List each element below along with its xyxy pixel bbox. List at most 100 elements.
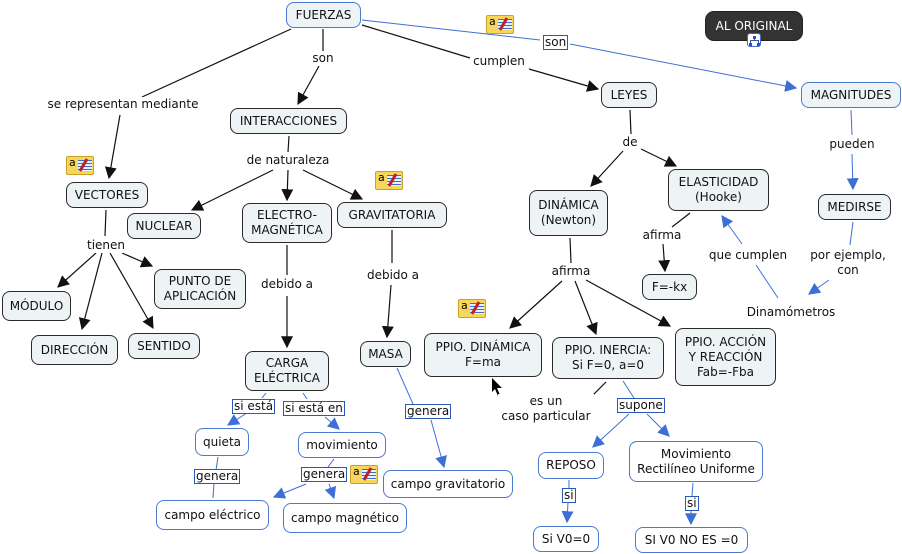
node-ppio-accion[interactable]: PPIO. ACCIÓN Y REACCIÓN Fab=-Fba [675,328,776,386]
link-line [849,221,854,246]
link-line [324,416,340,430]
link-line [569,237,572,264]
link-line [574,280,598,336]
link-line [302,392,308,400]
node-leyes[interactable]: LEYES [601,82,657,108]
node-vectores[interactable]: VECTORES [66,182,148,208]
link-line [592,413,630,448]
node-elasticidad[interactable]: ELASTICIDAD (Hooke) [668,169,769,211]
link-line [78,252,103,331]
node-carga-electrica[interactable]: CARGA ELÉCTRICA [245,351,329,391]
link-line [671,212,691,228]
link-line [281,169,294,202]
link-label-genera: genera [301,467,348,482]
node-dinamica[interactable]: DINÁMICA (Newton) [529,190,608,236]
link-line [109,252,154,330]
link-line [212,482,215,499]
note-icon[interactable]: a [350,465,378,484]
node-interacciones[interactable]: INTERACCIONES [230,108,347,134]
node-campo-gravitatorio[interactable]: campo gravitatorio [383,470,513,498]
note-icon[interactable]: a [375,171,403,190]
node-campo-magnetico[interactable]: campo magnético [283,503,407,533]
node-si-v0-igual-0[interactable]: Si V0=0 [533,526,599,552]
link-label-afirma: afirma [549,264,593,279]
link-line [261,392,267,399]
link-line [528,68,600,92]
link-line [361,19,541,41]
link-line [396,367,414,405]
node-quieta[interactable]: quieta [195,428,249,456]
link-line [622,380,635,399]
link-line [755,264,779,299]
note-icon[interactable]: a [66,156,94,175]
link-label-si: si [562,488,576,503]
link-line [57,252,97,288]
node-sentido[interactable]: SENTIDO [128,333,200,359]
concept-map-icon[interactable] [747,33,761,47]
link-line [590,150,624,187]
node-direccion[interactable]: DIRECCIÓN [31,335,118,365]
link-line [190,169,274,211]
link-line [569,43,798,92]
node-modulo[interactable]: MÓDULO [2,291,71,321]
node-masa[interactable]: MASA [360,341,411,367]
link-line [658,243,671,273]
link-line [361,24,471,59]
link-label-son-blue: son [543,35,569,50]
link-line [302,169,364,200]
node-dinamometros[interactable]: Dinamómetros [743,305,839,320]
link-label-genera: genera [194,469,241,484]
link-label-si-esta-en: si está en [283,401,345,416]
node-magnitudes[interactable]: MAGNITUDES [801,82,901,108]
link-label-tienen: tienen [84,238,128,253]
node-si-v0-no-es-0[interactable]: SI V0 NO ES =0 [635,527,748,553]
link-line [215,456,219,471]
node-campo-electrico[interactable]: campo eléctrico [156,500,269,530]
link-line [272,483,307,499]
link-line [691,482,694,497]
link-line [104,209,107,237]
link-line [287,135,290,153]
node-gravitatoria[interactable]: GRAVITATORIA [337,202,447,228]
link-label-por-ejemplo: por ejemplo, con [807,248,889,278]
link-line [629,109,632,135]
link-label-se-representan: se representan mediante [45,97,201,112]
link-line [297,65,320,106]
link-label-pueden: pueden [826,137,878,152]
node-ppio-dinamica[interactable]: PPIO. DINÁMICA F=ma [424,333,542,377]
link-label-de-naturaleza: de naturaleza [245,153,331,168]
note-icon[interactable]: a [486,15,514,34]
link-line [381,284,394,339]
link-label-afirma: afirma [640,228,684,243]
node-ppio-inercia[interactable]: PPIO. INERCIA: Si F=0, a=0 [552,337,664,379]
link-line [585,279,672,327]
link-line [561,501,574,524]
link-line [226,412,248,426]
note-icon[interactable]: a [458,299,486,318]
link-line [509,280,563,329]
link-label-cumplen: cumplen [470,54,528,69]
link-line [430,419,447,469]
link-line [808,279,830,295]
node-movimiento[interactable]: movimiento [298,432,386,458]
link-line [104,114,121,180]
node-nuclear[interactable]: NUCLEAR [127,213,201,239]
node-mru[interactable]: Movimiento Rectilíneo Uniforme [629,441,763,482]
link-label-son: son [310,51,336,66]
link-label-genera: genera [405,404,452,419]
link-label-que-cumplen: que cumplen [707,248,789,263]
node-medirse[interactable]: MEDIRSE [818,194,891,220]
link-label-si: si [685,496,699,511]
node-fuerzas[interactable]: FUERZAS [286,2,361,28]
node-f-kx[interactable]: F=-kx [642,274,697,300]
link-line [640,148,678,167]
link-line [846,153,859,191]
link-label-si-esta: si está [232,399,276,414]
link-line [121,252,154,268]
link-label-debido-a: debido a [258,277,316,292]
node-punto-aplicacion[interactable]: PUNTO DE APLICACIÓN [154,269,246,309]
node-electromagnetica[interactable]: ELECTRO- MAGNÉTICA [242,203,332,243]
node-reposo[interactable]: REPOSO [538,452,604,479]
link-line [324,483,337,500]
link-line [646,413,670,437]
